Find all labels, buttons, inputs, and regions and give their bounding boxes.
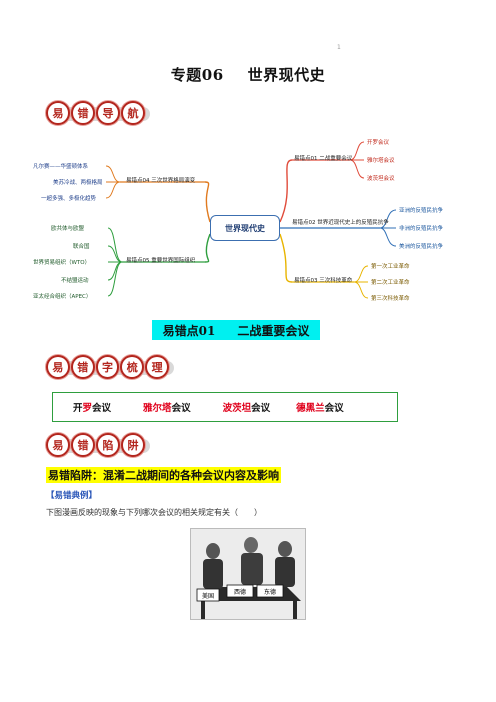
leaf-node: 第一次工业革命 [371, 264, 410, 270]
banner-chip: 易 [46, 355, 70, 379]
banner-chip: 错 [71, 101, 95, 125]
branch-label: 易错点03 三次科技革命 [294, 278, 353, 284]
leaf-node: 一超多强、多极化趋势 [41, 196, 97, 202]
cartoon-label-side: 美国 [202, 592, 214, 600]
leaf-node: 世界贸易组织（WTO） [33, 260, 91, 266]
banner-chip: 阱 [121, 433, 145, 457]
leaf-node: 联合国 [73, 244, 90, 250]
leaf-node: 美苏冷战、两极格局 [53, 180, 103, 186]
banner-chip: 错 [71, 433, 95, 457]
banner-chip: 梳 [120, 355, 145, 379]
word-item: 德黑兰会议 [296, 403, 344, 414]
mind-map: 世界现代史 易错点01 二战重要会议 开罗会议 雅尔塔会议 波茨坦会议 易错点0… [30, 130, 470, 316]
banner-chip: 易 [46, 101, 70, 125]
title-text: 世界现代史 [247, 66, 326, 84]
word-item: 开罗会议 [73, 403, 112, 414]
branch-label: 易错点02 世界近现代史上的反殖民抗争 [292, 220, 389, 226]
leaf-node: 非洲的反殖民抗争 [399, 226, 444, 232]
leaf-node: 第二次工业革命 [371, 280, 410, 286]
banner-nav: 易 错 导 航 [46, 98, 150, 128]
banner-chip: 易 [46, 433, 70, 457]
leaf-node: 凡尔赛——华盛顿体系 [33, 164, 89, 170]
cartoon-image: 美国 西德 东德 [190, 528, 306, 620]
banner-chip: 字 [95, 355, 120, 379]
banner-trap: 易 错 陷 阱 [46, 430, 150, 460]
section-heading-label: 易错点01 [162, 323, 216, 338]
leaf-node: 不结盟运动 [61, 278, 89, 284]
banner-chip: 导 [96, 101, 120, 125]
word-item: 波茨坦会议 [222, 403, 271, 414]
banner-chip: 陷 [96, 433, 120, 457]
banner-chip: 理 [145, 355, 169, 379]
mind-map-connectors [105, 141, 397, 299]
banner-chip: 航 [121, 101, 145, 125]
leaf-node: 亚洲的反殖民抗争 [399, 208, 444, 214]
leaf-node: 波茨坦会议 [367, 176, 395, 182]
banner-comb: 易 错 字 梳 理 [46, 352, 174, 382]
section-heading: 易错点01 二战重要会议 [152, 320, 320, 340]
leaf-node: 美洲的反殖民抗争 [399, 244, 444, 250]
confusable-words-box: 开罗会议 雅尔塔会议 波茨坦会议 德黑兰会议 [52, 392, 398, 422]
cartoon-label-right: 东德 [264, 588, 276, 596]
word-item: 雅尔塔会议 [143, 403, 191, 414]
section-heading-text: 二战重要会议 [237, 323, 310, 338]
leaf-node: 亚太经合组织（APEC） [33, 294, 92, 300]
leaf-node: 开罗会议 [367, 140, 390, 146]
title-number: 专题06 [170, 66, 224, 84]
cartoon-drawing: 美国 西德 东德 [191, 529, 305, 619]
mind-map-center: 世界现代史 [210, 215, 280, 241]
leaf-node: 雅尔塔会议 [367, 158, 395, 164]
page-title: 专题06 世界现代史 [0, 64, 496, 85]
banner-chip: 错 [70, 355, 95, 379]
trap-title: 易错陷阱：混淆二战期间的各种会议内容及影响 [46, 467, 281, 483]
branch-label: 易错点01 二战重要会议 [294, 156, 353, 162]
question-text: 下图漫画反映的现象与下列哪次会议的相关规定有关（ ） [46, 508, 262, 517]
branch-label: 易错点05 重要世界国际组织 [126, 258, 196, 264]
page-mark: 1 [337, 44, 341, 51]
branch-label: 易错点04 三次世界格局演变 [126, 178, 196, 184]
example-label: 【易错典例】 [46, 491, 98, 501]
leaf-node: 欧共体与欧盟 [51, 226, 85, 232]
cartoon-label-left: 西德 [234, 588, 246, 596]
leaf-node: 第三次科技革命 [371, 296, 410, 302]
